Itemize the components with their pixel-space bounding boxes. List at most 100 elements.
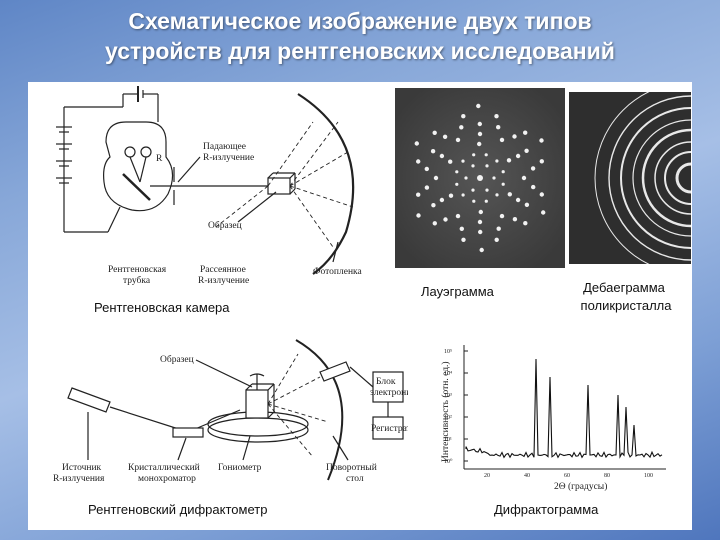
caption-laue: Лауэграмма bbox=[421, 284, 494, 299]
laue-spot bbox=[506, 158, 512, 163]
laue-spot bbox=[472, 199, 476, 203]
laue-spot bbox=[484, 153, 488, 157]
laue-spot bbox=[501, 182, 505, 186]
y-tick-label: 10¹ bbox=[444, 437, 452, 443]
y-tick-label: 10³ bbox=[444, 393, 452, 399]
label-incident-2: R-излучение bbox=[203, 153, 254, 163]
diffractogram-ylabel: Интенсивность (отн. ед.) bbox=[440, 361, 451, 462]
label-block-2: электроники bbox=[370, 388, 408, 398]
caption-xray-camera: Рентгеновская камера bbox=[94, 300, 230, 315]
laue-spot bbox=[477, 219, 483, 225]
laue-spot bbox=[459, 226, 464, 231]
laue-spot bbox=[484, 199, 488, 203]
laue-spot bbox=[416, 213, 421, 218]
laue-spot bbox=[539, 159, 544, 164]
laue-pattern-image bbox=[395, 88, 565, 268]
laue-spot bbox=[515, 197, 521, 203]
caption-debye-1: Дебаеграмма bbox=[583, 280, 665, 295]
laue-spot bbox=[494, 114, 499, 119]
title-line-2: устройств для рентгеновских исследований bbox=[105, 38, 615, 64]
laue-spot bbox=[478, 209, 483, 215]
laue-spot bbox=[448, 159, 453, 164]
laue-spot bbox=[471, 188, 475, 192]
label-film: Фотопленка bbox=[313, 267, 363, 277]
laue-spot bbox=[424, 166, 429, 172]
laue-spot bbox=[424, 185, 430, 190]
label-source-2: R-излучения bbox=[53, 474, 105, 484]
laue-spot bbox=[479, 247, 484, 253]
laue-spot bbox=[530, 166, 536, 171]
x-tick-label: 80 bbox=[604, 473, 610, 479]
laue-spot bbox=[416, 192, 421, 197]
laue-spot bbox=[432, 130, 437, 135]
y-tick-label: 10⁵ bbox=[444, 349, 452, 355]
title-line-1: Схематическое изображение двух типов bbox=[128, 8, 592, 34]
laue-spot bbox=[439, 197, 445, 203]
laue-spot bbox=[461, 114, 466, 119]
label-sample-camera: Образец bbox=[208, 220, 242, 231]
laue-spot bbox=[523, 130, 528, 135]
debye-pattern-image bbox=[569, 92, 691, 264]
content-panel: Падающее R-излучение R Образец Рентгенов… bbox=[28, 82, 692, 530]
label-scattered-2: R-излучение bbox=[198, 276, 249, 286]
caption-diffractogram: Дифрактограмма bbox=[494, 502, 599, 517]
laue-spot bbox=[431, 203, 436, 208]
label-gonio: Гониометр bbox=[218, 463, 262, 473]
laue-spot bbox=[495, 159, 499, 163]
xray-camera-diagram: Падающее R-излучение R Образец Рентгенов… bbox=[56, 86, 363, 286]
laue-spot bbox=[455, 170, 459, 174]
laue-spot bbox=[539, 192, 544, 197]
laue-spot bbox=[471, 164, 475, 168]
label-table-1: Поворотный bbox=[326, 462, 377, 473]
laue-spot bbox=[455, 137, 461, 143]
laue-spot bbox=[461, 237, 466, 242]
laue-spot bbox=[430, 149, 436, 154]
laue-spot bbox=[507, 192, 512, 197]
laue-spot bbox=[521, 175, 527, 181]
laue-spot bbox=[499, 137, 505, 143]
laue-spot bbox=[455, 182, 459, 186]
laue-spot bbox=[432, 221, 437, 226]
label-R: R bbox=[156, 154, 163, 164]
laue-spot bbox=[524, 148, 529, 153]
laue-spot bbox=[442, 134, 448, 139]
label-source-1: Источник bbox=[62, 463, 102, 473]
label-table-2: стол bbox=[346, 474, 364, 484]
x-tick-label: 60 bbox=[564, 473, 570, 479]
laue-spot bbox=[416, 159, 421, 164]
laue-spot bbox=[494, 237, 499, 242]
y-tick-label: 10⁰ bbox=[444, 458, 453, 465]
y-tick-label: 10² bbox=[444, 415, 452, 421]
slide-title: Схематическое изображение двух типов уст… bbox=[0, 6, 720, 66]
laue-spot bbox=[443, 217, 448, 222]
laue-spot bbox=[459, 125, 464, 130]
diffractogram-xlabel: 2Θ (градусы) bbox=[554, 481, 607, 492]
label-tube-1: Рентгеновская bbox=[108, 265, 167, 275]
label-scattered-1: Рассеянное bbox=[200, 265, 246, 275]
laue-spot bbox=[523, 221, 528, 226]
laue-spot bbox=[478, 229, 483, 235]
label-tube-2: трубка bbox=[123, 275, 151, 286]
laue-spot bbox=[448, 193, 454, 198]
laue-spot bbox=[512, 217, 518, 222]
label-incident-1: Падающее bbox=[203, 142, 246, 152]
y-tick-label: 10⁴ bbox=[444, 371, 452, 377]
laue-spot bbox=[541, 210, 546, 215]
laue-spot bbox=[477, 131, 483, 137]
label-registrator: Регистратор bbox=[371, 424, 408, 434]
x-tick-label: 100 bbox=[644, 473, 653, 479]
laue-spot bbox=[477, 121, 482, 127]
laue-spot bbox=[476, 103, 481, 109]
laue-spot bbox=[433, 175, 439, 181]
laue-spot bbox=[414, 141, 419, 146]
label-block-1: Блок bbox=[376, 377, 396, 387]
laue-spot bbox=[461, 193, 465, 197]
laue-spot bbox=[531, 184, 536, 190]
label-mono-1: Кристаллический bbox=[128, 462, 200, 473]
laue-spot bbox=[485, 188, 489, 192]
laue-spot bbox=[455, 213, 461, 219]
laue-spot bbox=[496, 125, 501, 130]
label-mono-2: монохроматор bbox=[138, 474, 196, 484]
laue-spot bbox=[464, 176, 468, 180]
